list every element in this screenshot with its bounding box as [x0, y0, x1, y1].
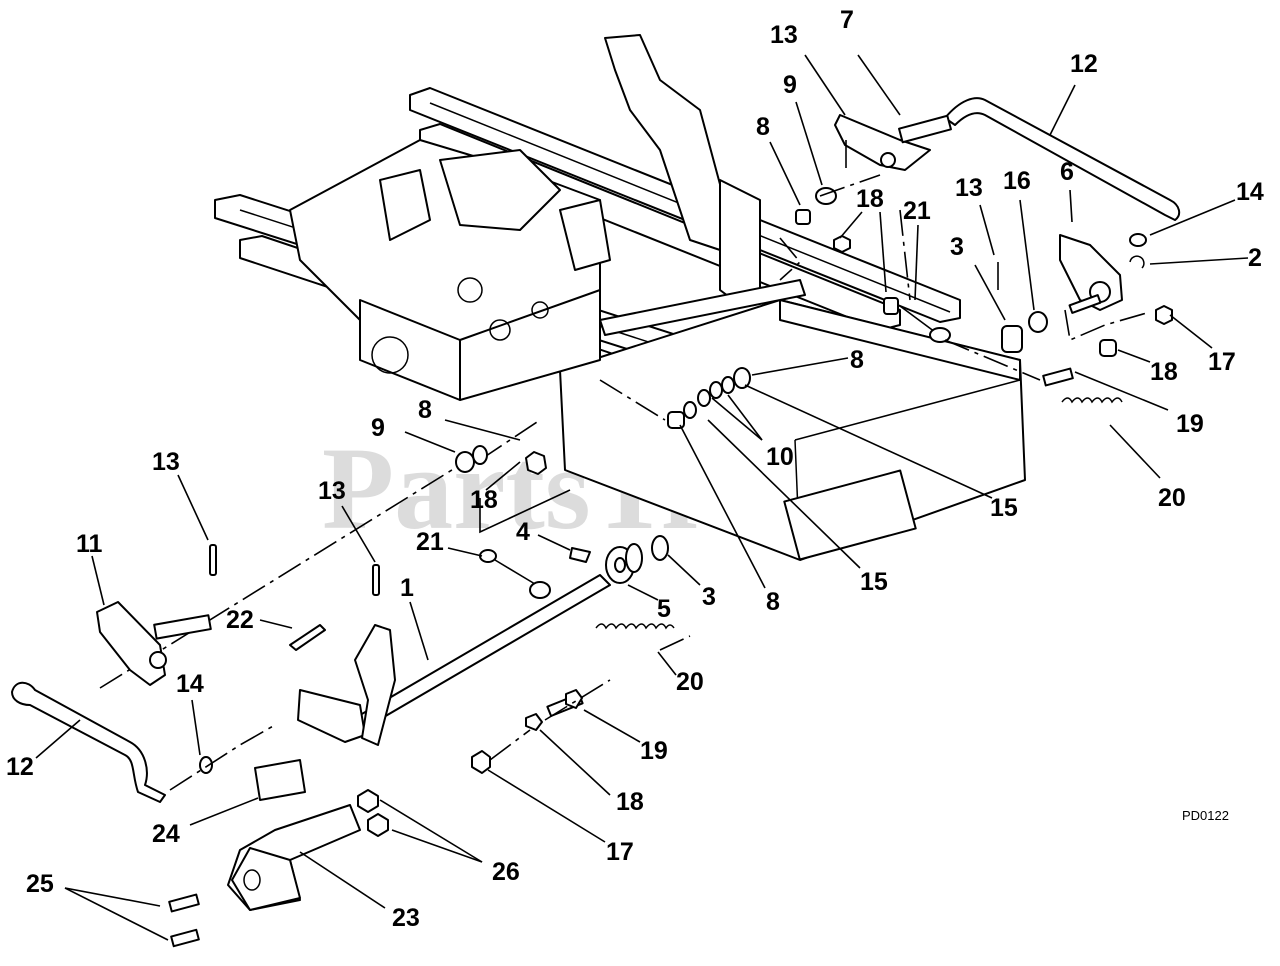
- callout-1: 1: [400, 574, 414, 602]
- callout-19: 19: [640, 737, 668, 765]
- callout-13: 13: [318, 477, 346, 505]
- drawing-code: PD0122: [1182, 808, 1229, 823]
- callout-18: 18: [616, 788, 644, 816]
- callout-16: 16: [1003, 167, 1031, 195]
- callout-18: 18: [1150, 358, 1178, 386]
- callout-8: 8: [850, 346, 864, 374]
- callout-8: 8: [766, 588, 780, 616]
- callout-24: 24: [152, 820, 180, 848]
- callout-14: 14: [1236, 178, 1264, 206]
- callout-4: 4: [516, 518, 530, 546]
- callout-17: 17: [606, 838, 634, 866]
- callout-15: 15: [990, 494, 1018, 522]
- callout-9: 9: [783, 71, 797, 99]
- frame-assembly: [214, 34, 1026, 561]
- callout-labels: 7 13 12 9 8 6 14 18 21 13 16 2 3 8 18 17…: [6, 6, 1264, 932]
- callout-22: 22: [226, 606, 254, 634]
- callout-7: 7: [840, 6, 854, 34]
- callout-18: 18: [470, 486, 498, 514]
- callout-9: 9: [371, 414, 385, 442]
- callout-2: 2: [1248, 244, 1262, 272]
- callout-11: 11: [76, 530, 103, 558]
- callout-17: 17: [1208, 348, 1236, 376]
- callout-21: 21: [903, 197, 931, 225]
- callout-19: 19: [1176, 410, 1204, 438]
- right-parts: [599, 97, 1181, 429]
- callout-20: 20: [1158, 484, 1186, 512]
- callout-8: 8: [756, 113, 770, 141]
- callout-13: 13: [152, 448, 180, 476]
- callout-14: 14: [176, 670, 204, 698]
- callout-5: 5: [657, 595, 671, 623]
- callout-10: 10: [766, 443, 794, 471]
- callout-6: 6: [1060, 158, 1074, 186]
- callout-12: 12: [6, 753, 34, 781]
- leader-lines: [35, 54, 1249, 941]
- callout-25: 25: [26, 870, 54, 898]
- callout-3: 3: [702, 583, 716, 611]
- left-parts: [11, 419, 691, 948]
- callout-12: 12: [1070, 50, 1098, 78]
- callout-3: 3: [950, 233, 964, 261]
- callout-15: 15: [860, 568, 888, 596]
- callout-23: 23: [392, 904, 420, 932]
- callout-20: 20: [676, 668, 704, 696]
- callout-18: 18: [856, 185, 884, 213]
- callout-26: 26: [492, 858, 520, 886]
- callout-21: 21: [416, 528, 444, 556]
- callout-8: 8: [418, 396, 432, 424]
- callout-13: 13: [955, 174, 983, 202]
- callout-13: 13: [770, 21, 798, 49]
